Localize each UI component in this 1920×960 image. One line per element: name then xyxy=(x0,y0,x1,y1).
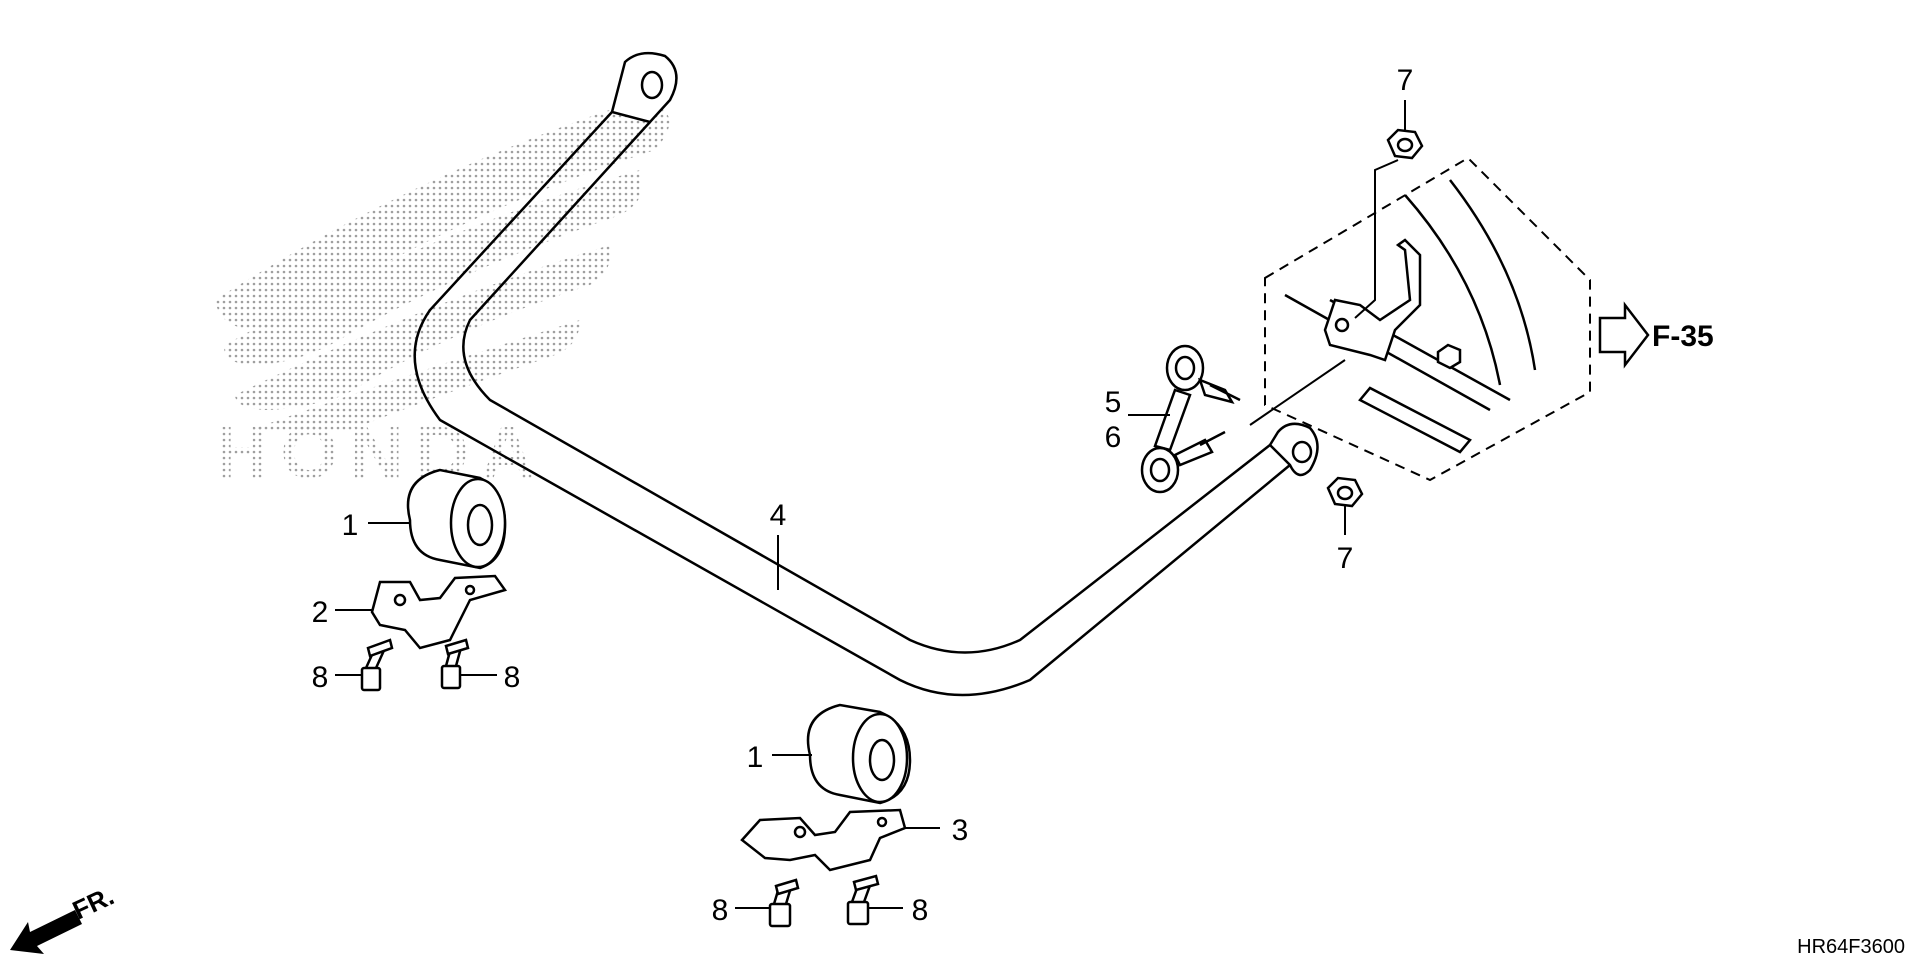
stabilizer-bar xyxy=(413,51,1319,697)
detail-view xyxy=(1264,156,1591,482)
honda-watermark: HONDA xyxy=(215,100,670,494)
callout-5: 5 xyxy=(1105,386,1122,419)
callout-2: 2 xyxy=(312,596,329,629)
bushing-center xyxy=(806,703,912,805)
bolt-left-a xyxy=(360,638,394,692)
callout-1-center: 1 xyxy=(747,741,764,774)
bushing-left xyxy=(406,468,507,570)
bracket-left xyxy=(370,574,508,650)
stabilizer-link xyxy=(1140,344,1241,494)
reference-f35: F-35 xyxy=(1598,301,1714,369)
callout-6: 6 xyxy=(1105,421,1122,454)
diagram-code: HR64F3600 xyxy=(1797,936,1905,958)
callout-8-center-a: 8 xyxy=(712,894,729,927)
front-direction-arrow-icon xyxy=(10,910,82,954)
callout-8-left-b: 8 xyxy=(504,661,521,694)
callout-3: 3 xyxy=(952,814,969,847)
reference-label: F-35 xyxy=(1652,320,1714,353)
callout-7-lower: 7 xyxy=(1337,542,1354,575)
bolt-left-b xyxy=(440,638,470,690)
callout-8-center-b: 8 xyxy=(912,894,929,927)
nut-upper xyxy=(1386,128,1424,160)
callout-4: 4 xyxy=(770,499,787,532)
leader-lines xyxy=(335,100,1406,909)
bolt-center-a xyxy=(768,878,800,928)
bracket-right xyxy=(740,808,907,872)
nut-lower xyxy=(1326,476,1364,508)
callout-7-upper: 7 xyxy=(1397,64,1414,97)
callout-8-left-a: 8 xyxy=(312,661,329,694)
callout-1-left: 1 xyxy=(342,509,359,542)
bolt-center-b xyxy=(846,874,880,926)
reference-arrow-icon xyxy=(1598,301,1650,369)
honda-wing-icon xyxy=(215,100,670,430)
front-direction: FR. xyxy=(10,881,119,954)
